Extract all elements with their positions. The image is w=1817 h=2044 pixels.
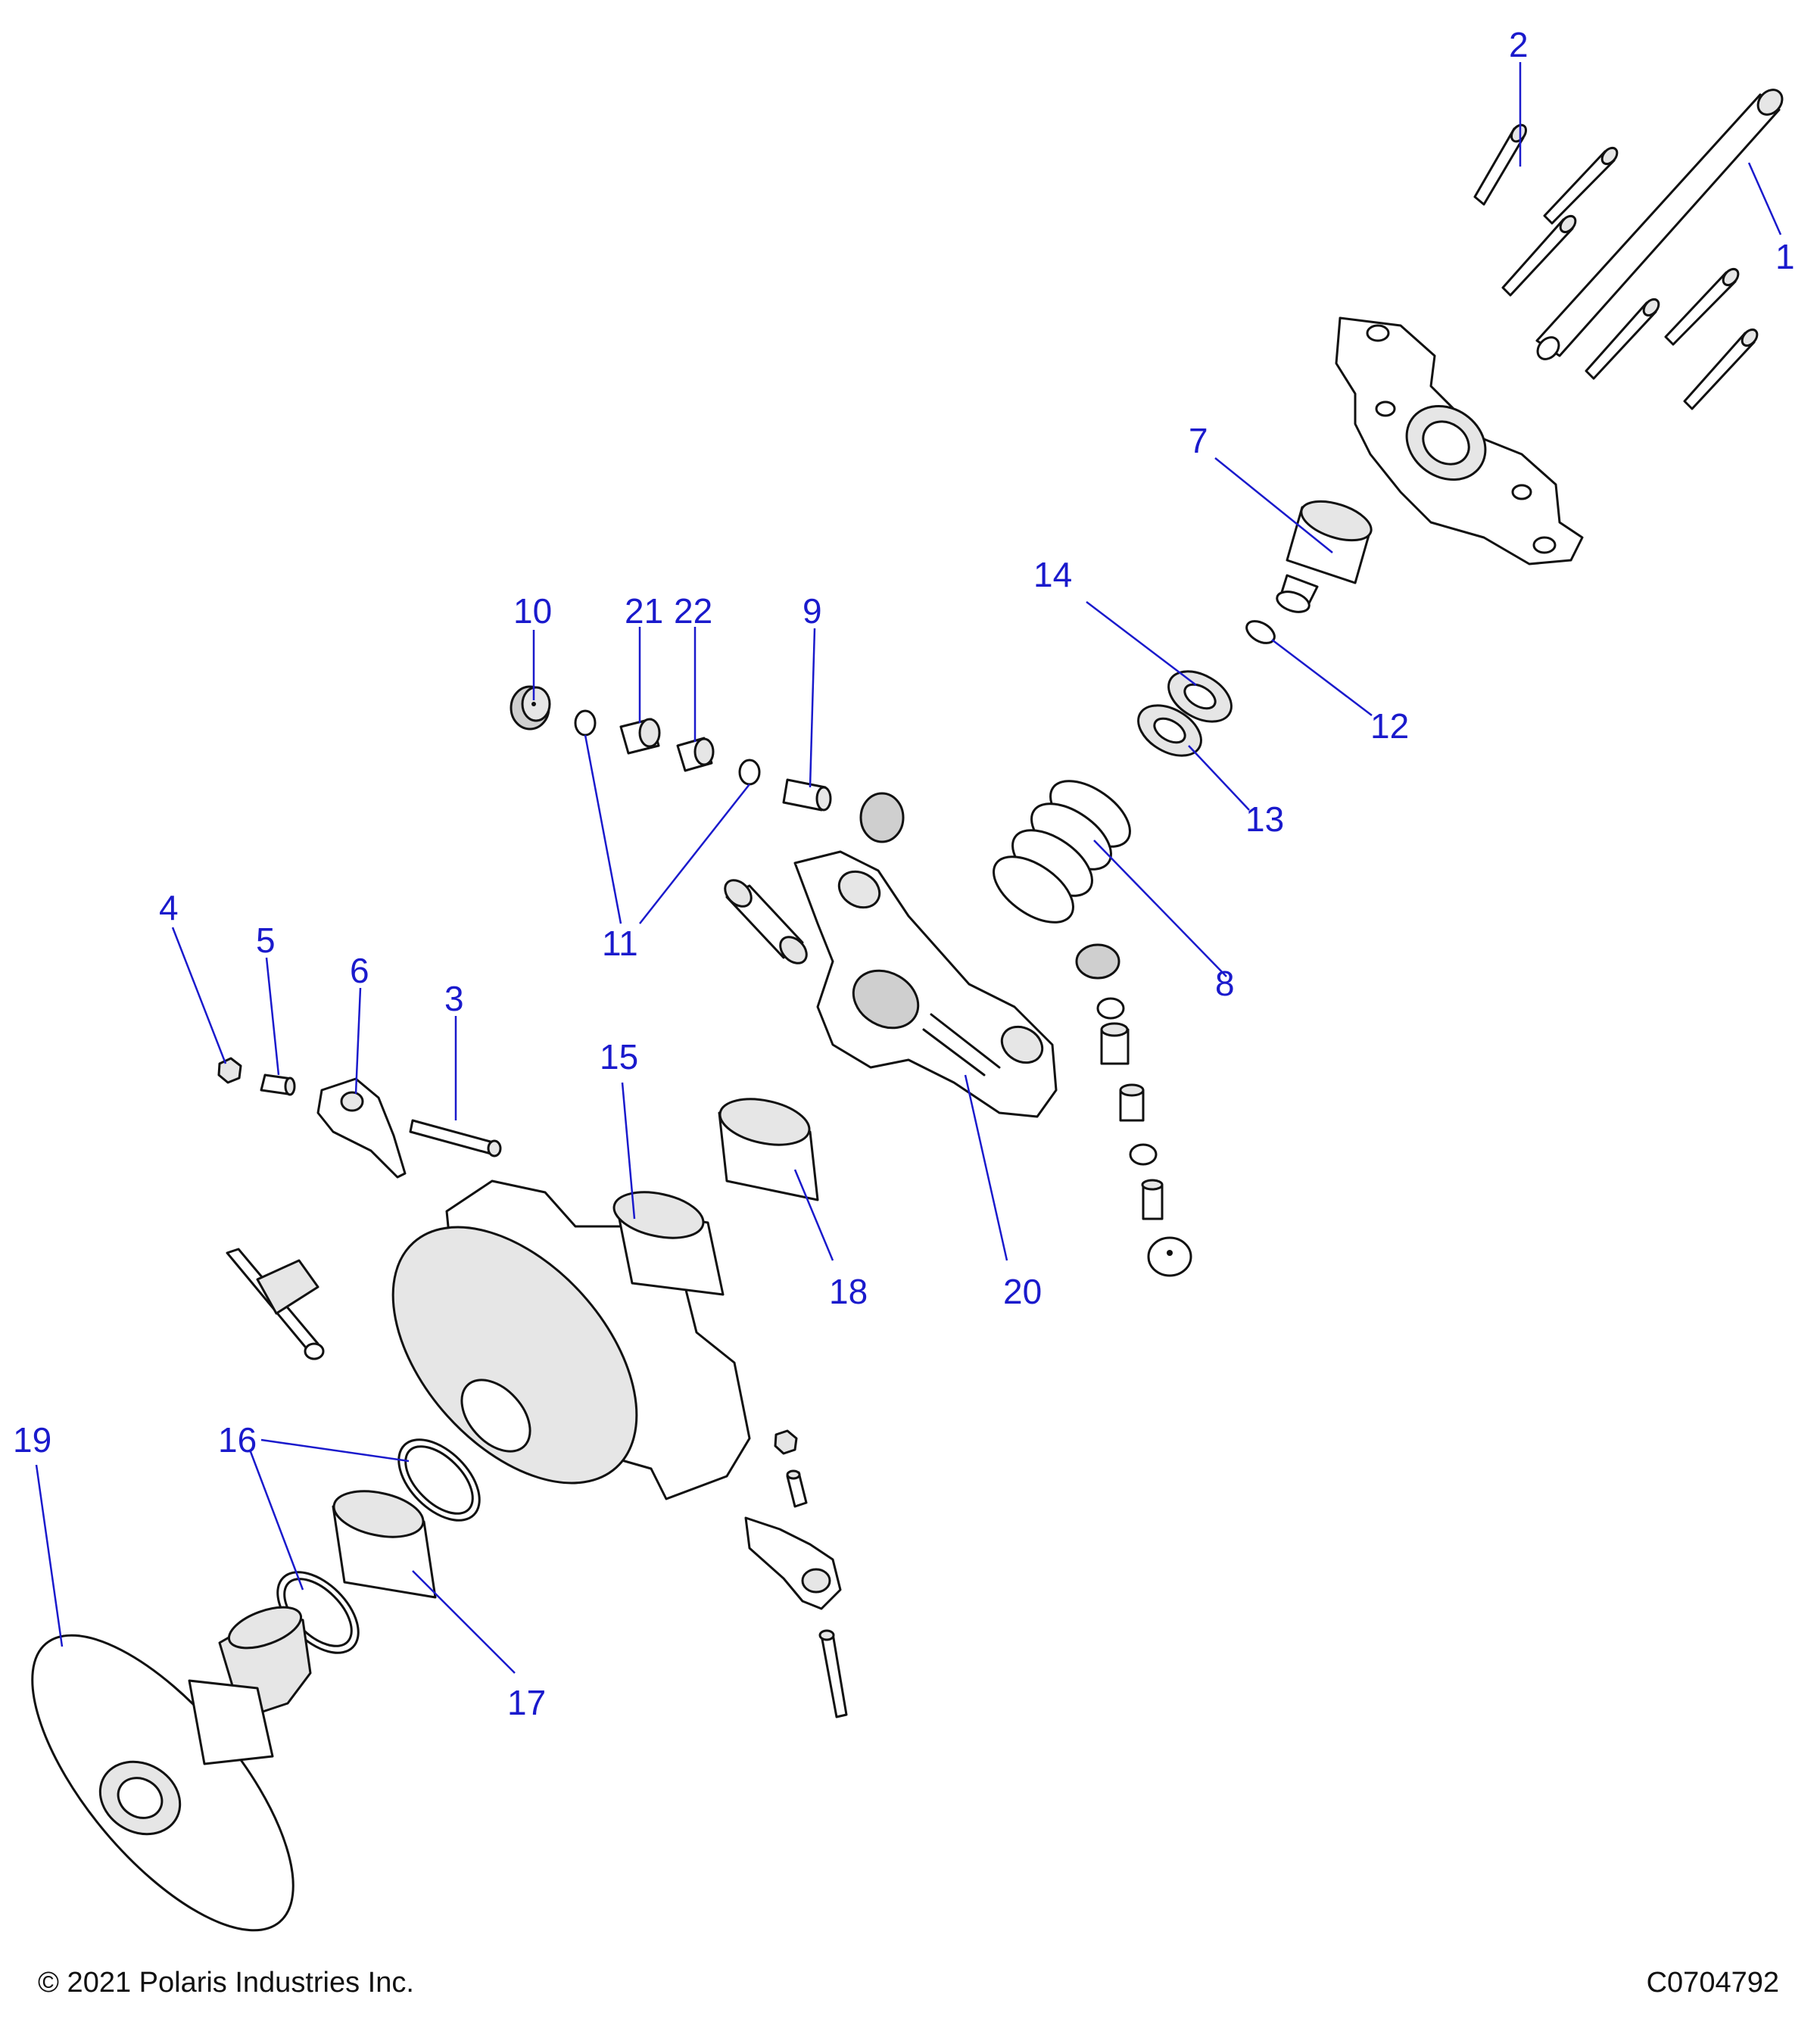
- callout-10: 10: [513, 591, 552, 631]
- weight-pin: [786, 1469, 808, 1508]
- part-13-washer: [1137, 704, 1202, 757]
- callout-5: 5: [256, 921, 276, 960]
- callout-17: 17: [507, 1683, 546, 1722]
- part-4-nut: [217, 1057, 242, 1084]
- callout-18: 18: [829, 1272, 868, 1311]
- flyweight-bolt: [818, 1629, 848, 1718]
- part-15-bushing: [612, 1191, 725, 1296]
- part-18-bushing: [718, 1098, 819, 1201]
- part-16-shim-a: [397, 1438, 481, 1522]
- part-6-weight: [316, 1077, 407, 1179]
- part-2-bolts: [1473, 123, 1759, 410]
- callout-13: 13: [1245, 799, 1284, 839]
- movable-sheave: [391, 1179, 751, 1500]
- callout-9: 9: [803, 591, 822, 631]
- callout-8: 8: [1215, 964, 1235, 1003]
- part-11-o-ring-a: [574, 709, 597, 737]
- part-11-o-ring-b: [738, 759, 761, 786]
- round-button-cap: [859, 792, 905, 843]
- callout-16: 16: [218, 1420, 257, 1460]
- part-12-o-ring: [1245, 620, 1276, 644]
- callout-6: 6: [350, 951, 369, 990]
- callout-15: 15: [600, 1037, 638, 1077]
- part-1-long-bolt: [1535, 89, 1784, 360]
- callout-21: 21: [625, 591, 663, 631]
- callout-19: 19: [13, 1420, 51, 1460]
- part-19-fixed-sheave: [31, 1606, 312, 1932]
- part-14-washer: [1167, 670, 1233, 723]
- part-7-bushing: [1276, 500, 1373, 613]
- callout-3: 3: [444, 979, 464, 1018]
- part-20-spider-arm: [793, 850, 1058, 1118]
- weight-nut: [774, 1429, 798, 1455]
- leader-lines: [35, 62, 1782, 1674]
- part-5-pin: [260, 1073, 296, 1096]
- part-22-roller: [676, 737, 715, 772]
- callout-1: 1: [1775, 237, 1795, 276]
- callout-12: 12: [1370, 706, 1409, 746]
- roller-stack: [1075, 943, 1192, 1277]
- callout-22: 22: [674, 591, 712, 631]
- clamp-bolt: [226, 1248, 325, 1360]
- callout-14: 14: [1033, 555, 1072, 594]
- part-17-bushing: [332, 1490, 437, 1599]
- callout-2: 2: [1509, 25, 1529, 64]
- roller-pin-assembly: [724, 879, 808, 964]
- spider-cover-plate: [1335, 316, 1584, 566]
- callout-11: 11: [602, 924, 638, 963]
- flyweight: [744, 1516, 842, 1610]
- drawing-number: C0704792: [1646, 1967, 1779, 1999]
- callout-4: 4: [159, 888, 179, 927]
- part-8-spring: [993, 780, 1131, 924]
- callout-7: 7: [1189, 421, 1208, 460]
- part-3-pin: [409, 1119, 502, 1158]
- part-21-roller: [619, 718, 661, 755]
- copyright-notice: © 2021 Polaris Industries Inc.: [38, 1967, 414, 1999]
- callout-20: 20: [1003, 1272, 1042, 1311]
- part-10-cap: [510, 685, 551, 731]
- callout-labels: 1 2 3 4 5 6 7 8 9 10 11 12 13 14 15 16 1…: [13, 25, 1795, 1722]
- part-9-pin: [782, 778, 832, 812]
